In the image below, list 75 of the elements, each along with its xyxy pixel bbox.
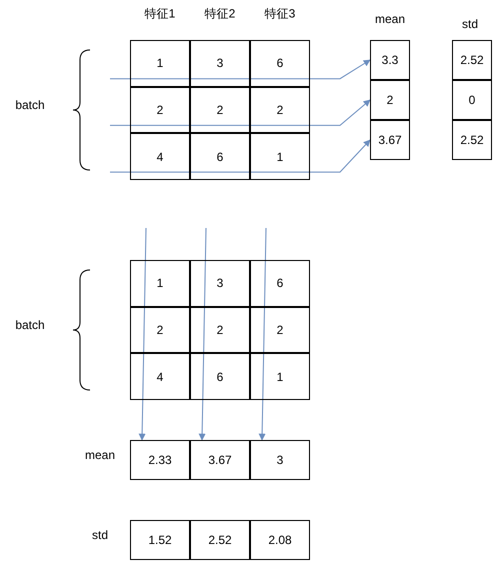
- cell-value: 1: [276, 370, 284, 384]
- cell-value: 3: [216, 276, 224, 290]
- table-cell: [250, 353, 310, 400]
- cell-value: 3.3: [382, 53, 398, 67]
- cell-value: 3: [276, 453, 284, 467]
- table-cell: [190, 306, 250, 354]
- table-cell: [250, 520, 310, 560]
- cell-value: 2.52: [460, 133, 484, 147]
- cell-value: 0: [468, 93, 476, 107]
- table-cell: [370, 120, 410, 160]
- cell-value: 3: [216, 56, 224, 70]
- table-cell: [130, 133, 190, 180]
- column-header: 特征1: [144, 6, 176, 22]
- table-cell: [250, 86, 310, 134]
- cell-value: 2: [156, 323, 164, 338]
- table-cell: [370, 40, 410, 80]
- arrow: [138, 228, 146, 441]
- cell-value: 1.52: [148, 533, 172, 547]
- column-header: mean: [374, 12, 406, 26]
- row-label: batch: [15, 98, 45, 112]
- row-label: mean: [84, 448, 116, 462]
- table-cell: [190, 133, 250, 180]
- column-header: 特征2: [204, 6, 236, 22]
- arrow: [110, 140, 370, 173]
- table-cell: [130, 40, 190, 87]
- table-cell: [130, 260, 190, 307]
- cell-value: 2: [276, 103, 284, 118]
- cell-value: 1: [156, 56, 164, 70]
- cell-value: 4: [156, 370, 164, 384]
- cell-value: 6: [216, 150, 224, 164]
- table-cell: [250, 260, 310, 307]
- arrow: [198, 228, 206, 441]
- cell-value: 3.67: [378, 133, 402, 147]
- table-cell: [190, 440, 250, 480]
- cell-value: 2.08: [268, 533, 292, 547]
- cell-value: 2: [216, 103, 224, 118]
- arrow: [110, 100, 371, 126]
- cell-value: 2: [156, 103, 164, 118]
- table-cell: [250, 306, 310, 354]
- cell-value: 2: [386, 93, 394, 107]
- table-cell: [190, 353, 250, 400]
- cell-value: 2.52: [208, 533, 232, 547]
- cell-value: 4: [156, 150, 164, 164]
- cell-value: 2: [276, 323, 284, 338]
- cell-value: 1: [156, 276, 164, 290]
- table-cell: [130, 306, 190, 354]
- column-header: 特征3: [264, 6, 296, 22]
- cell-value: 2: [216, 323, 224, 338]
- arrow: [258, 228, 266, 441]
- table-cell: [190, 520, 250, 560]
- row-label: batch: [15, 318, 45, 332]
- table-cell: [190, 260, 250, 307]
- arrow: [110, 60, 371, 80]
- table-cell: [370, 80, 410, 120]
- cell-value: 1: [276, 150, 284, 164]
- table-cell: [250, 133, 310, 180]
- table-cell: [250, 440, 310, 480]
- column-header: std: [462, 17, 478, 31]
- cell-value: 3.67: [208, 453, 232, 467]
- table-cell: [130, 86, 190, 134]
- table-cell: [452, 80, 492, 120]
- cell-value: 2.33: [148, 453, 172, 467]
- cell-value: 6: [216, 370, 224, 384]
- table-cell: [190, 40, 250, 87]
- cell-value: 6: [276, 276, 284, 290]
- table-cell: [452, 120, 492, 160]
- table-cell: [130, 353, 190, 400]
- table-cell: [190, 86, 250, 134]
- table-cell: [130, 520, 190, 560]
- row-label: std: [92, 528, 108, 542]
- table-cell: [250, 40, 310, 87]
- table-cell: [130, 440, 190, 480]
- table-cell: [452, 40, 492, 80]
- cell-value: 6: [276, 56, 284, 70]
- cell-value: 2.52: [460, 53, 484, 67]
